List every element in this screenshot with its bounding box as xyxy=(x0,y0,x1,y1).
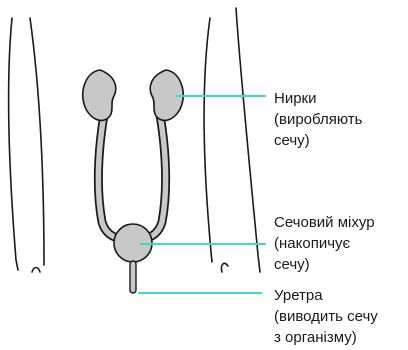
kidney-label-line-1: Нирки xyxy=(274,88,362,109)
urethra-label: Уретра (виводить сечу з організму) xyxy=(274,285,378,348)
urethra-label-line-2: (виводить сечу xyxy=(274,306,378,327)
body-outline-left-finger xyxy=(32,268,40,273)
kidney-label-line-3: сечу) xyxy=(274,130,362,151)
left-kidney xyxy=(83,70,116,120)
ureters xyxy=(98,115,165,238)
body-outline-right-finger xyxy=(221,263,228,272)
urethra xyxy=(130,261,136,293)
kidney-label: Нирки (виробляють сечу) xyxy=(274,88,362,151)
body-outline-right-outer xyxy=(236,8,260,272)
bladder-label-line-3: сечу) xyxy=(274,254,375,275)
body-outline-right-inner xyxy=(204,18,212,262)
urethra-label-line-1: Уретра xyxy=(274,285,378,306)
urethra-label-line-3: з організму) xyxy=(274,327,378,348)
body-outline-left-inner xyxy=(30,18,44,265)
body-outline-left-outer xyxy=(9,18,18,270)
bladder-label-line-1: Сечовий міхур xyxy=(274,212,375,233)
bladder-label-line-2: (накопичує xyxy=(274,233,375,254)
bladder-label: Сечовий міхур (накопичує сечу) xyxy=(274,212,375,275)
kidney-label-line-2: (виробляють xyxy=(274,109,362,130)
